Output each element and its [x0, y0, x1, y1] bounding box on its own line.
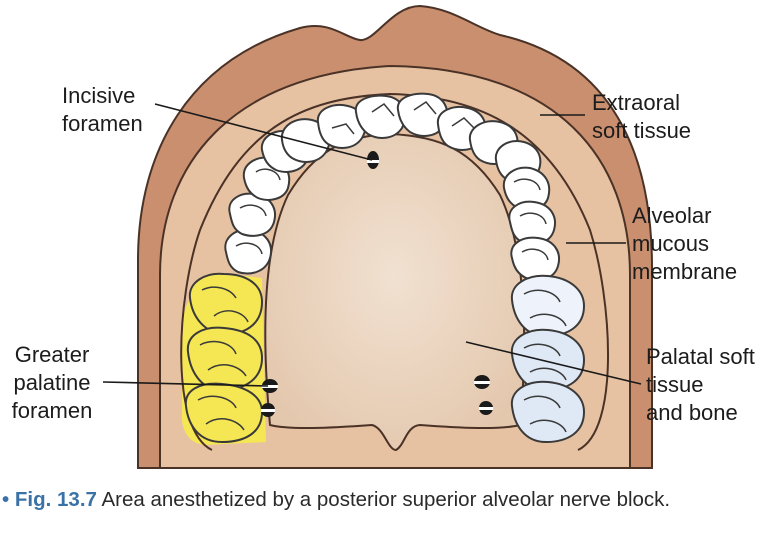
- caption-bullet: •: [2, 488, 10, 511]
- greater-palatine-leader: [102, 381, 269, 387]
- maxillary-teeth: [184, 92, 586, 444]
- label-alveolar-mucous-membrane: Alveolar mucous membrane: [632, 203, 738, 284]
- incisive-foramen-leader: [154, 103, 373, 161]
- incisive-foramen-marker: [367, 151, 379, 169]
- caption-fig-number: Fig. 13.7: [14, 488, 97, 511]
- label-extraoral-soft-tissue: Extraoral soft tissue: [592, 90, 692, 143]
- greater-palatine-foramen-left: [261, 379, 278, 417]
- figure-caption: • Fig. 13.7 Area anesthetized by a poste…: [2, 486, 775, 513]
- right-molars: [510, 274, 586, 444]
- label-palatal-soft-tissue: Palatal soft tissue and bone: [646, 344, 755, 425]
- label-incisive-foramen: Incisive foramen: [62, 83, 143, 136]
- left-molars: [184, 272, 264, 444]
- right-premolars: [494, 140, 560, 281]
- label-greater-palatine-foramen: Greater palatine foramen: [11, 342, 93, 423]
- palatal-leader: [465, 341, 642, 385]
- palate-diagram: [102, 4, 653, 469]
- greater-palatine-foramen-right: [474, 375, 493, 415]
- caption-text: Area anesthetized by a posterior superio…: [101, 488, 671, 511]
- incisors: [280, 92, 519, 165]
- alveolar-boundary-line: [180, 92, 609, 451]
